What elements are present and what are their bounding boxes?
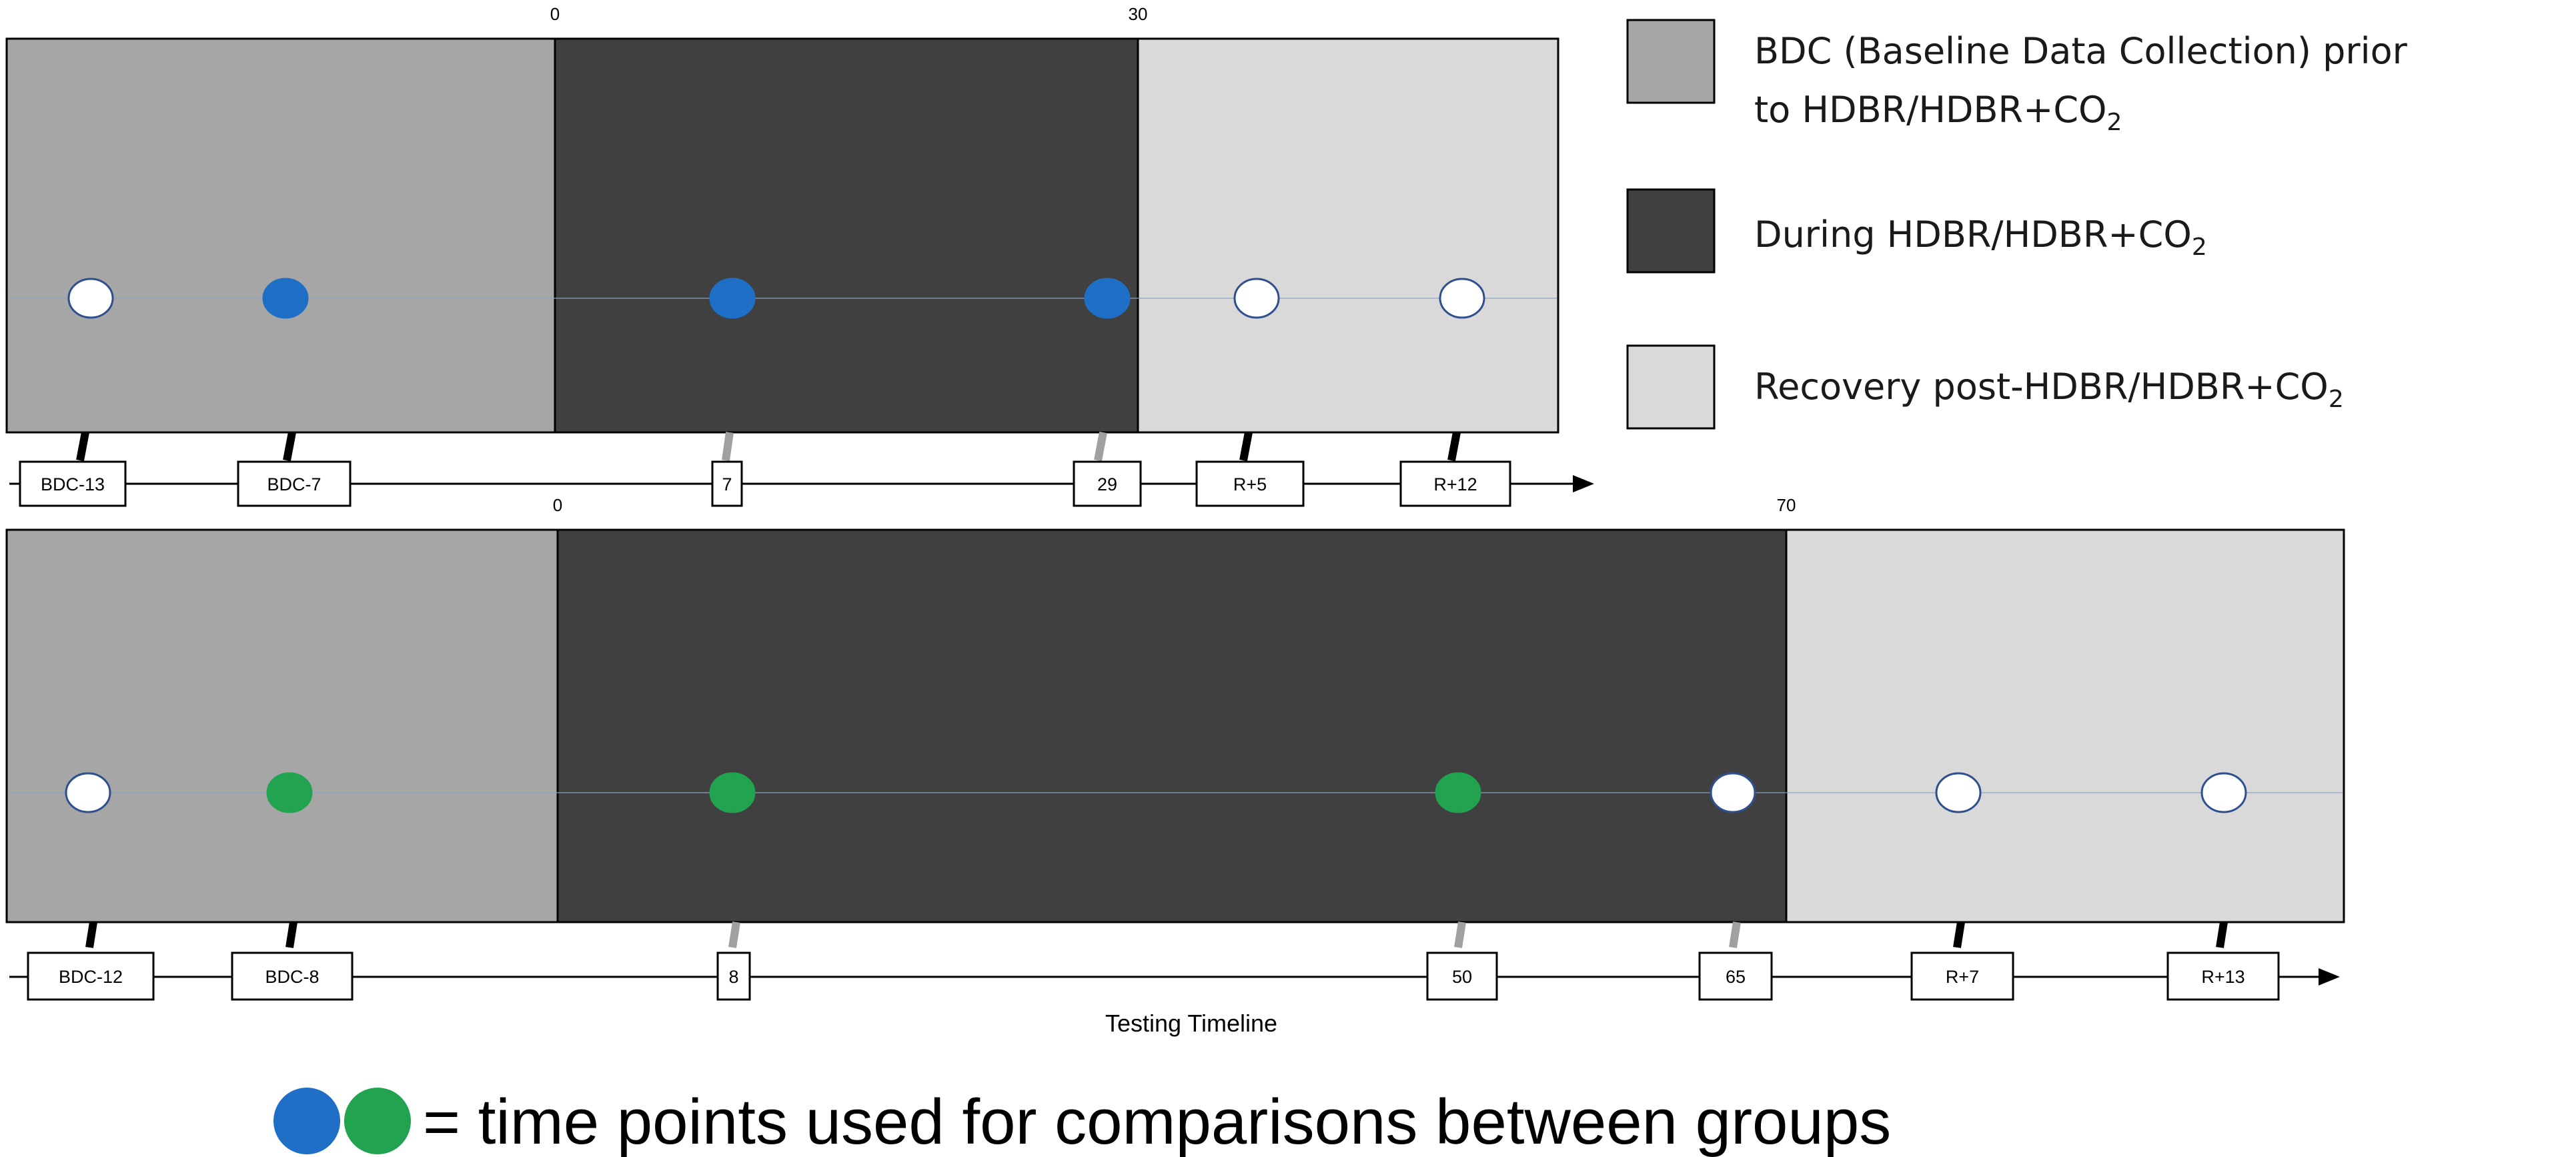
bottom-timepoint-r13 [2200, 772, 2247, 813]
legend-baseline-sub: 2 [2107, 109, 2122, 136]
bottom-baseline-phase [5, 528, 559, 923]
bottom-label-box-bdc-12 [27, 951, 155, 1001]
bottom-timepoint-bdc-12 [65, 772, 111, 813]
top-label-bdc-13: BDC-13 [41, 474, 105, 494]
bottom-label-bdc-12: BDC-12 [59, 967, 123, 987]
top-label-box-7 [711, 460, 743, 507]
legend-label-recovery: Recovery post-HDBR/HDBR+CO2 [1754, 366, 2344, 413]
note-blue-dot [273, 1088, 340, 1154]
bottom-timeline: 0 70 BDC-12 BDC-8 8 50 65 [5, 495, 2345, 1037]
top-tick-label-30: 30 [1129, 4, 1148, 24]
top-label-box-r5 [1195, 460, 1305, 507]
bottom-label-box-65 [1698, 951, 1773, 1001]
top-label-box-29 [1073, 460, 1142, 507]
legend-label-during: During HDBR/HDBR+CO2 [1754, 214, 2207, 261]
top-timepoint-r5 [1233, 278, 1280, 319]
bottom-tick-label-70: 70 [1777, 495, 1796, 515]
bottom-connector [2216, 921, 2228, 948]
bottom-label-r13: R+13 [2201, 967, 2244, 987]
bottom-recovery-phase [1785, 528, 2345, 923]
top-connector [1094, 431, 1107, 462]
bottom-label-box-bdc-8 [231, 951, 354, 1001]
legend-during-prefix: During HDBR/HDBR+CO [1754, 214, 2192, 256]
legend-label-baseline-line1: BDC (Baseline Data Collection) prior [1754, 30, 2408, 72]
bottom-connector [1729, 921, 1741, 948]
top-label-r5: R+5 [1233, 474, 1267, 494]
top-label-box-r12 [1399, 460, 1511, 507]
bottom-timepoint-r7 [1935, 772, 1982, 813]
bottom-axis-arrowhead [2319, 968, 2340, 986]
axis-title: Testing Timeline [1105, 1010, 1277, 1037]
top-label-box-bdc-7 [237, 460, 352, 507]
top-timepoint-7 [709, 278, 756, 319]
top-connector [722, 432, 734, 461]
bottom-label-bdc-8: BDC-8 [265, 967, 319, 987]
top-timeline: 0 30 BDC-13 BDC-7 7 29 R+5 R+12 [5, 4, 1594, 507]
top-connector [1447, 431, 1461, 462]
top-timepoint-29 [1084, 278, 1131, 319]
bottom-label-50: 50 [1452, 967, 1472, 987]
bottom-timepoint-65 [1710, 772, 1756, 813]
legend-during-sub: 2 [2192, 234, 2207, 261]
top-label-box-bdc-13 [19, 460, 127, 507]
bottom-label-r7: R+7 [1946, 967, 1979, 987]
legend: BDC (Baseline Data Collection) prior to … [1626, 19, 2408, 430]
top-connector [283, 431, 296, 462]
bottom-connector [728, 921, 740, 948]
comparison-note: = time points used for comparisons betwe… [273, 1086, 1891, 1157]
legend-swatch-during [1626, 188, 1716, 274]
bottom-label-65: 65 [1726, 967, 1746, 987]
top-axis-arrowhead [1573, 475, 1594, 492]
top-connector [76, 431, 89, 462]
top-label-7: 7 [722, 474, 732, 494]
top-baseline-phase [5, 37, 556, 434]
top-during-phase [554, 37, 1139, 434]
top-label-29: 29 [1097, 474, 1117, 494]
bottom-label-box-r13 [2166, 951, 2280, 1001]
legend-swatch-baseline [1626, 19, 1716, 104]
top-label-r12: R+12 [1433, 474, 1477, 494]
bottom-timepoint-8 [709, 772, 756, 813]
bottom-connector [285, 921, 297, 948]
bottom-timepoint-bdc-8 [266, 772, 313, 813]
note-text: = time points used for comparisons betwe… [423, 1086, 1891, 1157]
bottom-label-box-r7 [1910, 951, 2014, 1001]
bottom-label-8: 8 [728, 967, 738, 987]
bottom-label-box-50 [1426, 951, 1498, 1001]
top-label-bdc-7: BDC-7 [267, 474, 321, 494]
bottom-connector [1454, 921, 1466, 948]
bottom-timepoint-50 [1435, 772, 1481, 813]
legend-swatch-recovery [1626, 344, 1716, 430]
legend-baseline-prefix: to HDBR/HDBR+CO [1754, 89, 2107, 131]
bottom-during-phase [556, 528, 1788, 923]
bottom-tick-label-0: 0 [553, 495, 562, 515]
top-tick-label-0: 0 [550, 4, 560, 24]
bottom-connector [1953, 921, 1965, 948]
bottom-label-box-8 [716, 951, 751, 1001]
top-timepoint-bdc-13 [67, 278, 114, 319]
note-green-dot [344, 1088, 411, 1154]
legend-label-baseline-line2: to HDBR/HDBR+CO2 [1754, 89, 2122, 136]
bottom-connector [85, 921, 97, 948]
legend-recovery-sub: 2 [2329, 386, 2344, 413]
top-timepoint-r12 [1439, 278, 1485, 319]
top-recovery-phase [1137, 37, 1559, 434]
top-connector [1239, 431, 1253, 462]
legend-recovery-prefix: Recovery post-HDBR/HDBR+CO [1754, 366, 2329, 408]
top-timepoint-bdc-7 [262, 278, 309, 319]
